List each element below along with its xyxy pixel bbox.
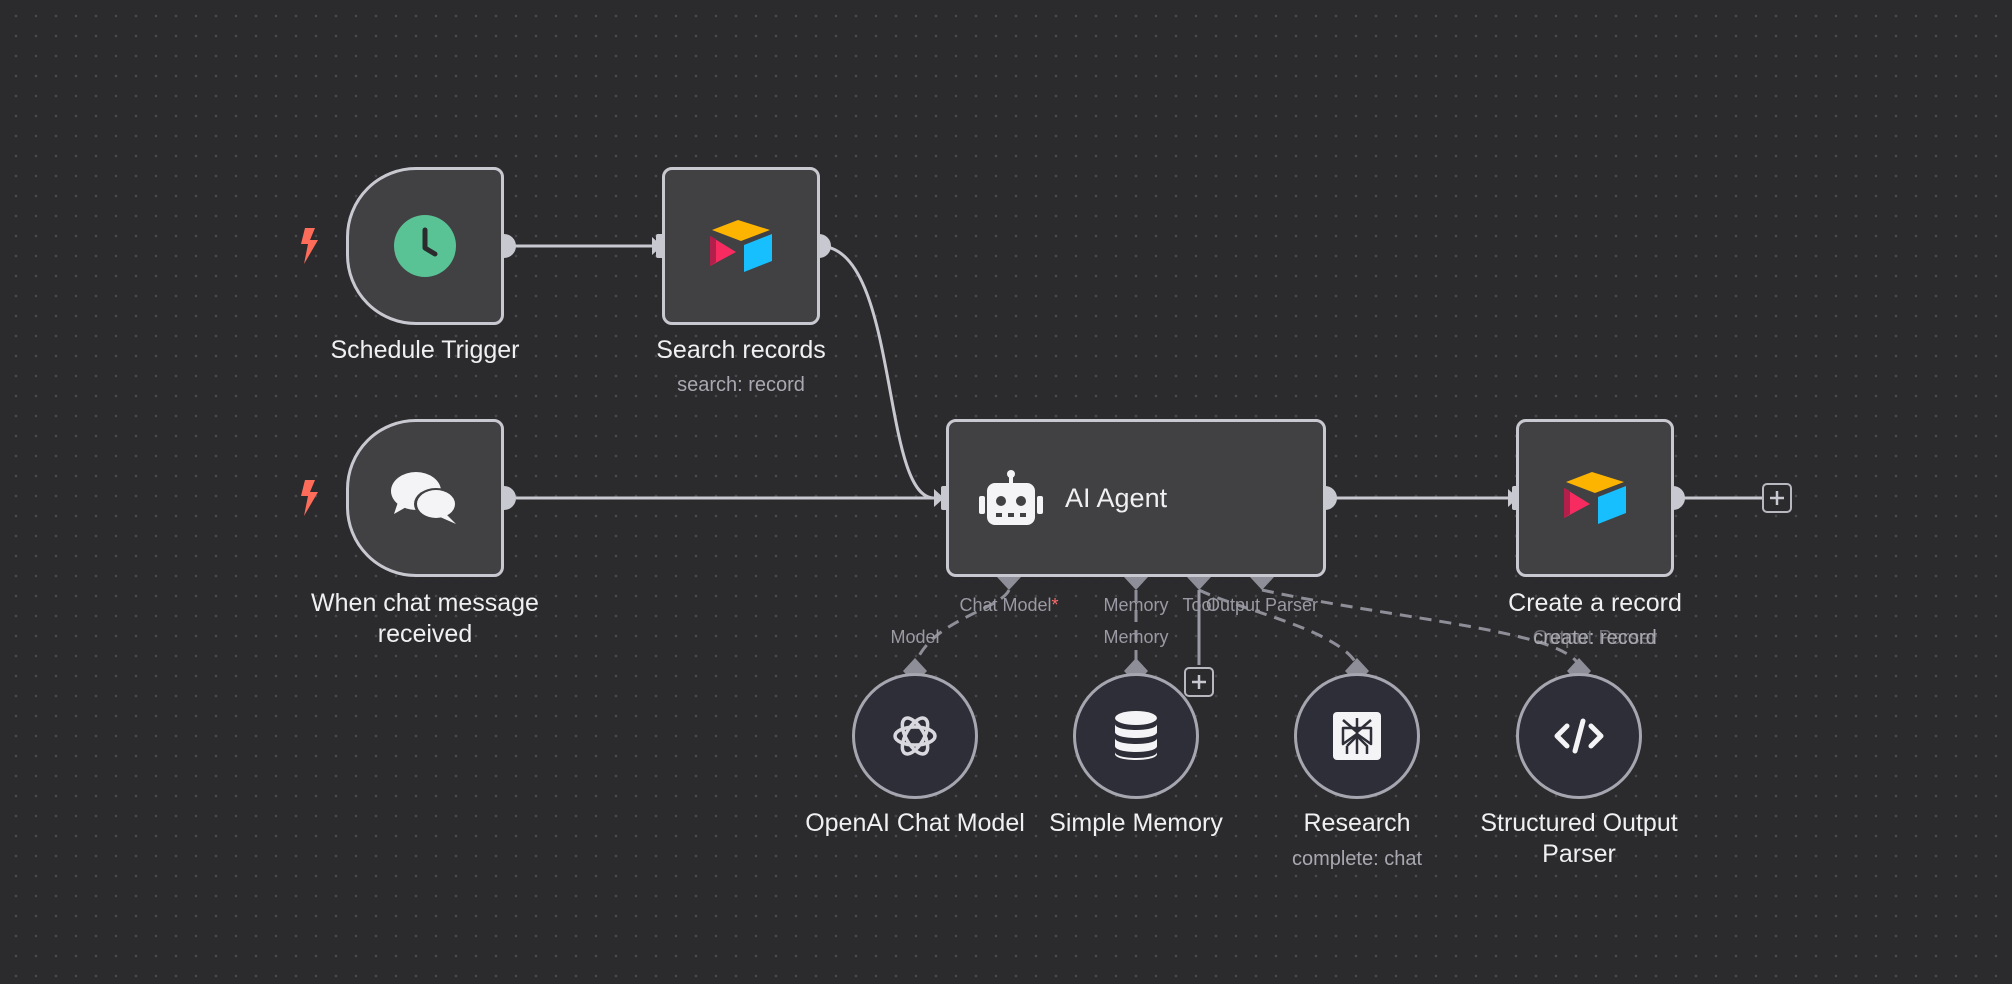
- database-icon: [1115, 711, 1157, 760]
- clock-icon: [394, 215, 456, 277]
- node-research[interactable]: [1294, 673, 1420, 799]
- port-label-model-in: Model: [890, 627, 940, 647]
- overlapping-port-label: Output Parser: [1532, 627, 1658, 649]
- node-label: Structured Output Parser: [1480, 809, 1678, 868]
- edge-parser-to-agent: [1261, 588, 1581, 666]
- node-label: OpenAI Chat Model: [805, 809, 1025, 837]
- edge-model-to-agent: [913, 589, 1011, 666]
- port-label-tool: Tool: [1182, 595, 1216, 615]
- node-label: Schedule Trigger: [330, 336, 520, 364]
- add-tool-button[interactable]: [1184, 667, 1214, 697]
- arrowhead: [934, 489, 944, 507]
- plus-icon: [1192, 675, 1206, 689]
- node-subtitle: complete: chat: [1291, 848, 1423, 870]
- plus-icon: [1770, 491, 1784, 505]
- node-label: Create a record: [1508, 589, 1682, 617]
- airtable-icon: [1564, 472, 1626, 524]
- node-title: AI Agent: [1065, 482, 1168, 513]
- node-openai-chat-model[interactable]: [852, 673, 978, 799]
- node-subtitle: search: record: [677, 374, 805, 396]
- perplexity-icon: [1333, 712, 1381, 760]
- port-label-chat-model: Chat Model*: [959, 595, 1059, 615]
- airtable-icon: [710, 220, 772, 272]
- node-create-record[interactable]: [1516, 419, 1674, 577]
- port-label-memory: Memory: [1103, 595, 1169, 615]
- chat-bubbles-icon: [391, 472, 458, 524]
- openai-icon: [893, 716, 937, 756]
- node-label: Research: [1303, 809, 1411, 837]
- bolt-icon: [301, 228, 318, 264]
- edge-research-to-agent: [1198, 588, 1359, 666]
- node-label: When chat message received: [311, 589, 539, 648]
- node-ai-agent[interactable]: AI Agent: [946, 419, 1326, 577]
- node-search-records[interactable]: [662, 167, 820, 325]
- node-chat-trigger[interactable]: [346, 419, 504, 577]
- port-label-memory-in: Memory: [1103, 627, 1169, 647]
- node-subtitle: create: record: [1533, 627, 1657, 649]
- code-icon: [1554, 718, 1604, 754]
- edge-search-to-agent: [818, 244, 935, 500]
- robot-icon: [979, 470, 1043, 525]
- add-node-button[interactable]: [1762, 483, 1792, 513]
- port-label-output-parser: Output Parser: [1205, 595, 1319, 615]
- node-simple-memory[interactable]: [1073, 673, 1199, 799]
- node-structured-output-parser[interactable]: [1516, 673, 1642, 799]
- bolt-icon: [301, 480, 318, 516]
- node-schedule-trigger[interactable]: [346, 167, 504, 325]
- node-label: Search records: [656, 336, 826, 364]
- node-label: Simple Memory: [1049, 809, 1223, 837]
